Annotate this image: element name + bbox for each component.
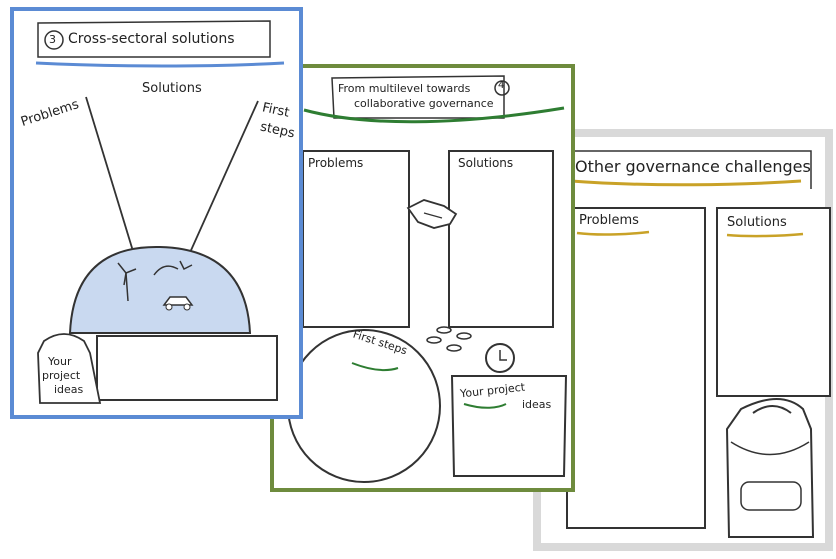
sheet2-ideas-label: ideas (522, 398, 551, 411)
sheet1-ideas-label: ideas (54, 383, 83, 396)
sheet2-project-bag (274, 68, 579, 496)
sheet1-your-label: Your (48, 355, 71, 368)
worksheet-collaborative-governance: From multilevel towards collaborative go… (270, 64, 575, 492)
sheet1-project-label: project (42, 369, 80, 382)
worksheet-cross-sectoral: 3 Cross-sectoral solutions Problems Solu… (10, 7, 303, 419)
backpack-icon (541, 137, 836, 559)
